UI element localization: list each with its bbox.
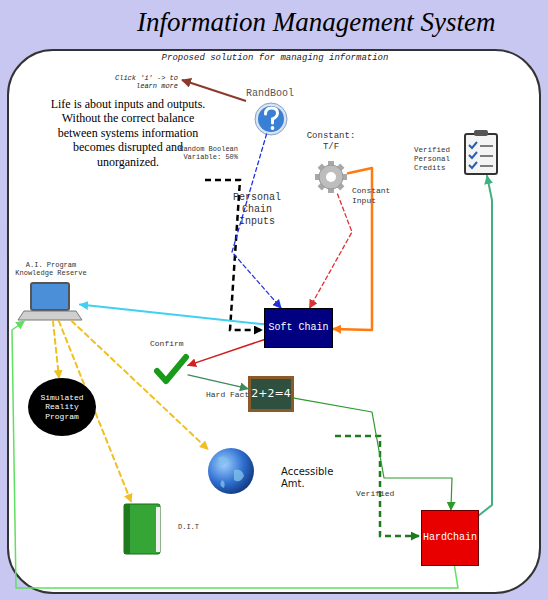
connector (80, 305, 264, 325)
note-text: Proposed solution for managing informati… (140, 53, 410, 64)
connector (294, 398, 452, 510)
process-box: 2+2=4 (248, 376, 294, 412)
connector (12, 321, 458, 588)
node-label: RandBool (240, 88, 300, 100)
node-label: Confirm (150, 339, 200, 349)
connector (72, 321, 208, 449)
clipboard-icon (465, 130, 497, 174)
node-label: D.I.T (178, 523, 212, 531)
terminal-circle: Simulated Reality Program (28, 378, 96, 436)
icon-node: Verified Personal Credits (462, 128, 502, 176)
icon-node: Constant: T/F (314, 160, 348, 194)
icon-node: Confirm (155, 356, 188, 386)
icon-node: D.I.T (122, 502, 162, 556)
note-text: Click 'i' -> to learn more (110, 74, 178, 91)
chalkboard-icon (248, 376, 294, 412)
dashed-wire (335, 436, 419, 536)
process-box: HardChain (421, 510, 479, 566)
node-label: Simulated Reality Program (33, 393, 91, 422)
node-label: A.I. Program Knowledge Reserve (6, 261, 96, 278)
node-label: Verified Personal Credits (414, 146, 462, 173)
edge-label: Personal Chain Inputs (226, 192, 288, 228)
edge-label: Verified (356, 489, 406, 499)
connector (310, 194, 352, 308)
icon-node: A.I. Program Knowledge Reserve (22, 282, 80, 321)
diagram-title: Information Management System (137, 6, 542, 38)
node-label: 2+2=4 (250, 387, 292, 400)
connector (479, 176, 492, 515)
edge-label: Constant Input (352, 186, 404, 205)
node-label: Random Boolean Variable: 50% (166, 145, 238, 162)
frame (8, 50, 540, 593)
node-label: HardChain (423, 532, 477, 544)
help-icon (255, 103, 287, 135)
icon-node: Accessible Amt. (208, 448, 254, 494)
connector (53, 321, 59, 378)
icon-node: RandBoolRandom Boolean Variable: 50% (256, 104, 286, 134)
check-icon (157, 357, 186, 381)
node-label: Soft Chain (266, 322, 331, 334)
gear-icon (315, 161, 347, 193)
node-label: Accessible Amt. (281, 466, 357, 490)
book-icon (124, 504, 160, 554)
connector (188, 340, 264, 366)
connector (188, 375, 248, 389)
globe-icon (208, 448, 254, 494)
edge-label: Hard Fact (206, 390, 258, 400)
node-label: Constant: T/F (298, 131, 364, 153)
laptop-icon (18, 283, 82, 320)
process-box: Soft Chain (264, 308, 333, 348)
